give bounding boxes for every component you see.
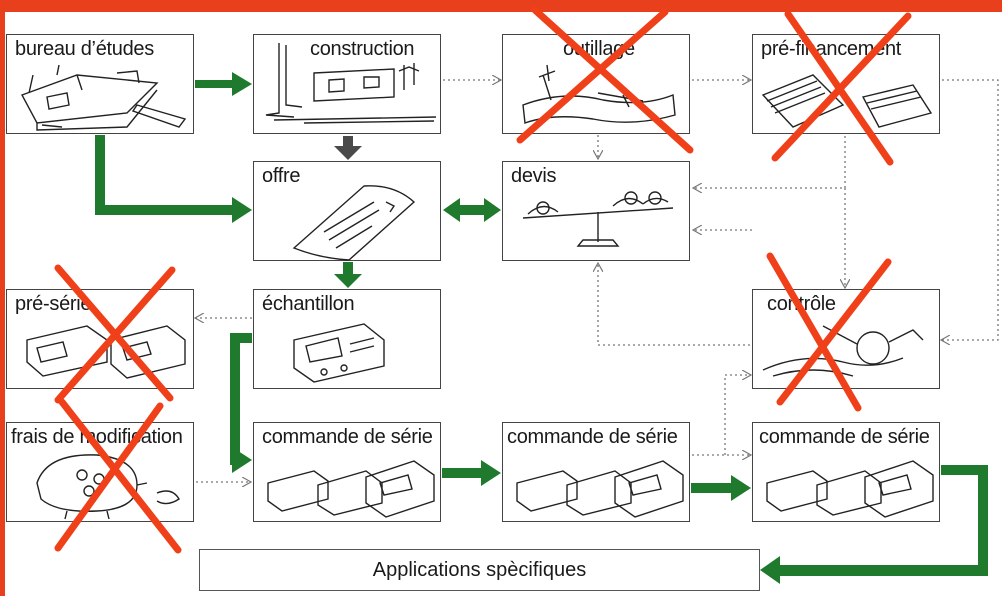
dotted-link — [598, 264, 750, 346]
dotted-link — [724, 375, 750, 455]
green-arrow — [95, 135, 252, 223]
document-sketch-icon — [292, 185, 416, 261]
box-label: commande de série — [759, 426, 930, 448]
box-label: outillage — [563, 38, 635, 60]
box-frais-modification: frais de modification — [6, 422, 194, 522]
box-commande-serie-1: commande de série — [253, 422, 441, 522]
box-echantillon: échantillon — [253, 289, 441, 389]
box-label: contrôle — [767, 293, 836, 315]
box-label: commande de série — [507, 426, 678, 448]
box-controle: contrôle — [752, 289, 940, 389]
devices-sketch-icon — [267, 460, 435, 518]
scale-balance-icon — [522, 191, 674, 247]
box-label: bureau d’études — [15, 38, 154, 60]
dotted-link — [694, 136, 846, 188]
box-offre: offre — [253, 161, 441, 261]
green-arrow — [691, 475, 751, 501]
drafting-sketch-icon — [21, 64, 187, 131]
box-label: échantillon — [262, 293, 355, 315]
box-label: pré-financement — [761, 38, 902, 60]
box-devis: devis — [502, 161, 690, 261]
box-construction: construction — [253, 34, 441, 134]
box-pre-financement: pré-financement — [752, 34, 940, 134]
box-label: frais de modification — [11, 426, 183, 448]
box-label: devis — [511, 165, 557, 187]
green-arrow — [442, 460, 501, 486]
box-label: pré-série — [15, 293, 92, 315]
gray-arrow — [334, 136, 362, 160]
devices-sketch-icon — [516, 460, 684, 518]
construction-sketch-icon — [265, 43, 437, 124]
device-sketch-icon — [293, 323, 385, 383]
box-commande-serie-2: commande de série — [502, 422, 690, 522]
green-double-arrow — [443, 198, 501, 222]
box-bureau-etudes: bureau d’études — [6, 34, 194, 134]
applications-label: Applications spècifiques — [372, 559, 587, 581]
box-label: offre — [262, 165, 301, 187]
green-arrow — [334, 262, 362, 288]
green-arrow — [195, 72, 252, 96]
left-red-border — [0, 12, 5, 596]
top-red-border — [0, 0, 1002, 12]
green-arrow — [230, 333, 252, 473]
box-label: commande de série — [262, 426, 433, 448]
dotted-link — [942, 79, 999, 340]
box-label: construction — [310, 38, 415, 60]
applications-box: Applications spècifiques — [199, 549, 760, 591]
box-pre-serie: pré-série — [6, 289, 194, 389]
box-outillage: outillage — [502, 34, 690, 134]
box-commande-serie-3: commande de série — [752, 422, 940, 522]
